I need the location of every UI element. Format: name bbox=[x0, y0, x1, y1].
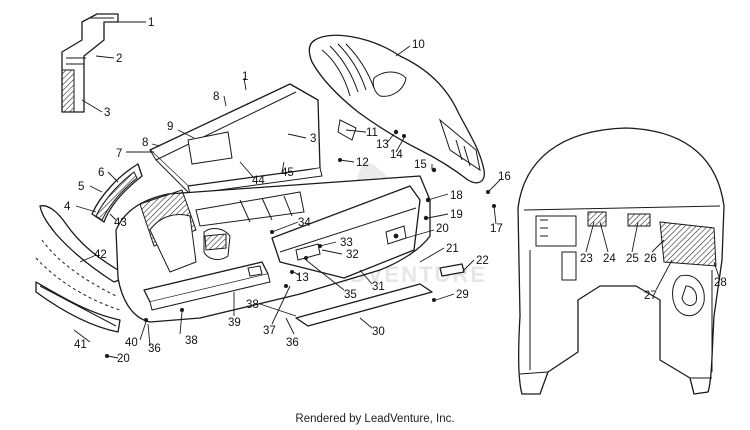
callout-8: 8 bbox=[142, 137, 148, 149]
callout-44: 44 bbox=[252, 175, 265, 187]
callout-14: 14 bbox=[390, 149, 403, 161]
callout-36: 36 bbox=[148, 343, 161, 355]
callout-30: 30 bbox=[372, 326, 385, 338]
leader-lines bbox=[73, 21, 721, 359]
callout-39: 39 bbox=[228, 317, 241, 329]
callout-32: 32 bbox=[346, 249, 359, 261]
assembled-view bbox=[517, 127, 725, 395]
callout-35: 35 bbox=[344, 289, 357, 301]
callout-11: 11 bbox=[366, 127, 378, 139]
part-decal-22 bbox=[439, 263, 465, 277]
callout-36: 36 bbox=[286, 337, 299, 349]
part-bracket-2 bbox=[61, 13, 119, 113]
callout-5: 5 bbox=[78, 181, 84, 193]
callout-1: 1 bbox=[242, 71, 248, 83]
callout-40: 40 bbox=[125, 337, 138, 349]
callout-2: 2 bbox=[116, 53, 122, 65]
callout-31: 31 bbox=[372, 281, 385, 293]
callout-18: 18 bbox=[450, 190, 463, 202]
callout-13: 13 bbox=[376, 139, 389, 151]
callout-29: 29 bbox=[456, 289, 469, 301]
callout-34: 34 bbox=[298, 217, 311, 229]
callout-38: 38 bbox=[246, 299, 259, 311]
callout-20: 20 bbox=[117, 353, 130, 365]
callout-17: 17 bbox=[490, 223, 503, 235]
callout-15: 15 bbox=[414, 159, 427, 171]
callout-27: 27 bbox=[644, 290, 657, 302]
callout-19: 19 bbox=[450, 209, 463, 221]
callout-33: 33 bbox=[340, 237, 353, 249]
callout-21: 21 bbox=[446, 243, 459, 255]
callout-38: 38 bbox=[185, 335, 198, 347]
callout-26: 26 bbox=[644, 253, 657, 265]
callout-3: 3 bbox=[310, 133, 316, 145]
callout-10: 10 bbox=[412, 39, 425, 51]
part-upper-shroud-10 bbox=[308, 34, 485, 184]
part-running-board-39 bbox=[143, 261, 271, 311]
callout-labels: 1 2 3 1 8 9 8 7 3 44 45 6 5 4 43 42 41 4… bbox=[64, 17, 727, 365]
callout-37: 37 bbox=[263, 325, 276, 337]
callout-41: 41 bbox=[74, 339, 87, 351]
part-vent-6 bbox=[91, 163, 143, 223]
callout-12: 12 bbox=[356, 157, 369, 169]
callout-42: 42 bbox=[94, 249, 107, 261]
callout-23: 23 bbox=[580, 253, 593, 265]
part-skid-30 bbox=[295, 283, 433, 327]
callout-28: 28 bbox=[714, 277, 727, 289]
callout-1: 1 bbox=[148, 17, 154, 29]
callout-4: 4 bbox=[64, 201, 71, 213]
callout-8: 8 bbox=[213, 91, 219, 103]
callout-7: 7 bbox=[116, 148, 122, 160]
callout-13: 13 bbox=[296, 272, 309, 284]
callout-16: 16 bbox=[498, 171, 511, 183]
callout-3: 3 bbox=[104, 107, 110, 119]
footer-credit: Rendered by LeadVenture, Inc. bbox=[295, 413, 455, 425]
part-front-bumper-42 bbox=[35, 205, 125, 333]
callout-22: 22 bbox=[476, 255, 489, 267]
callout-6: 6 bbox=[98, 167, 104, 179]
callout-25: 25 bbox=[626, 253, 639, 265]
callout-43: 43 bbox=[114, 217, 127, 229]
callout-20: 20 bbox=[436, 223, 449, 235]
part-dash-panel-1 bbox=[149, 83, 323, 196]
callout-45: 45 bbox=[281, 167, 294, 179]
callout-24: 24 bbox=[603, 253, 616, 265]
callout-9: 9 bbox=[167, 121, 173, 133]
